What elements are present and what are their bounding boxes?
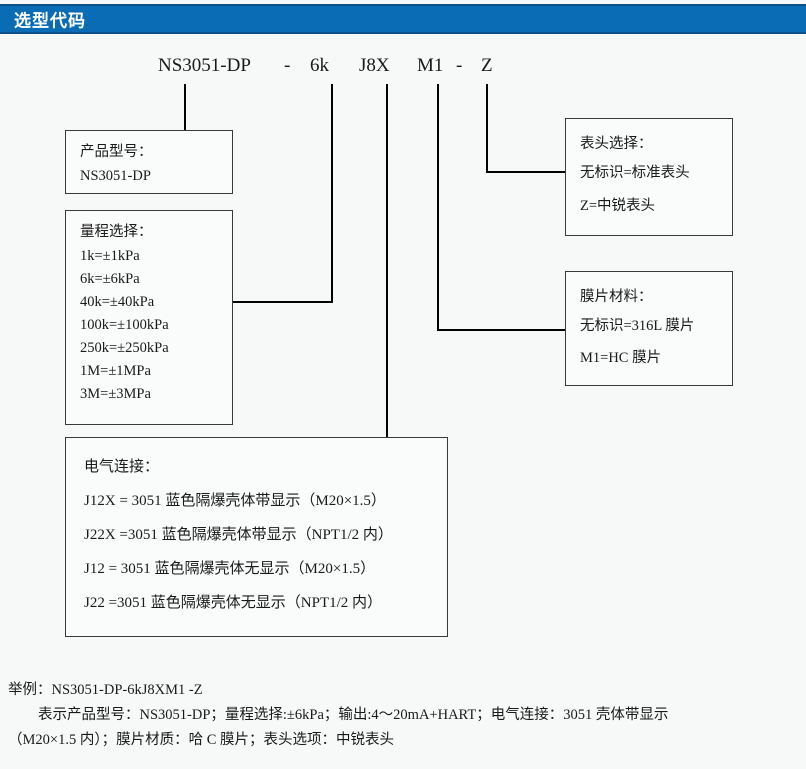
model-code-line: NS3051-DP - 6k J8X M1 - Z xyxy=(0,55,806,83)
code-token-electrical: J8X xyxy=(359,55,390,76)
connector-head-vertical xyxy=(486,84,488,173)
range-option-1m: 1M=±1MPa xyxy=(80,363,151,379)
range-option-1k: 1k=±1kPa xyxy=(80,248,140,264)
page-title: 选型代码 xyxy=(14,11,86,32)
electrical-option-j22x: J22X =3051 蓝色隔爆壳体带显示（NPT1/2 内） xyxy=(84,527,393,543)
box-product-model: 产品型号： NS3051-DP xyxy=(65,130,233,194)
head-option-standard: 无标识=标准表头 xyxy=(580,165,690,181)
example-code-line: 举例：NS3051-DP-6kJ8XM1 -Z xyxy=(8,682,203,698)
code-token-product-model: NS3051-DP xyxy=(158,55,251,76)
connector-head-horizontal xyxy=(486,171,567,173)
page-header-bar: 选型代码 xyxy=(0,4,806,34)
range-option-6k: 6k=±6kPa xyxy=(80,271,140,287)
connector-diaphragm-horizontal xyxy=(437,329,567,331)
box-diaphragm-material-title: 膜片材料： xyxy=(580,289,653,305)
example-description-line-1: 表示产品型号：NS3051-DP；量程选择:±6kPa；输出:4～20mA+HA… xyxy=(38,707,669,723)
range-option-3m: 3M=±3MPa xyxy=(80,386,151,402)
electrical-option-j22: J22 =3051 蓝色隔爆壳体无显示（NPT1/2 内） xyxy=(84,595,383,611)
code-token-diaphragm: M1 xyxy=(417,55,444,76)
connector-electrical-vertical xyxy=(386,84,388,438)
box-product-model-title: 产品型号： xyxy=(80,144,153,160)
connector-range-horizontal xyxy=(233,301,333,303)
box-head-selection: 表头选择： 无标识=标准表头 Z=中锐表头 xyxy=(565,118,733,236)
connector-range-vertical xyxy=(331,84,333,303)
example-footer: 举例：NS3051-DP-6kJ8XM1 -Z 表示产品型号：NS3051-DP… xyxy=(8,678,800,753)
range-option-100k: 100k=±100kPa xyxy=(80,317,169,333)
box-electrical-connection-title: 电气连接： xyxy=(84,459,160,475)
connector-product-model-vertical xyxy=(184,84,186,131)
electrical-option-j12x: J12X = 3051 蓝色隔爆壳体带显示（M20×1.5） xyxy=(84,493,386,509)
box-range-selection-title: 量程选择： xyxy=(80,224,153,240)
diaphragm-option-316l: 无标识=316L 膜片 xyxy=(580,318,695,334)
connector-diaphragm-vertical xyxy=(437,84,439,331)
box-product-model-value: NS3051-DP xyxy=(80,168,151,184)
code-token-range: 6k xyxy=(310,55,329,76)
box-electrical-connection: 电气连接： J12X = 3051 蓝色隔爆壳体带显示（M20×1.5） J22… xyxy=(65,437,448,637)
range-option-250k: 250k=±250kPa xyxy=(80,340,169,356)
box-range-selection: 量程选择： 1k=±1kPa 6k=±6kPa 40k=±40kPa 100k=… xyxy=(65,210,233,425)
box-head-selection-title: 表头选择： xyxy=(580,136,653,152)
box-diaphragm-material: 膜片材料： 无标识=316L 膜片 M1=HC 膜片 xyxy=(565,271,733,386)
electrical-option-j12: J12 = 3051 蓝色隔爆壳体无显示（M20×1.5） xyxy=(84,561,376,577)
example-description-line-2: （M20×1.5 内）；膜片材质：哈 C 膜片；表头选项：中锐表头 xyxy=(8,732,394,748)
diaphragm-option-m1: M1=HC 膜片 xyxy=(580,350,662,366)
code-token-dash-1: - xyxy=(284,55,291,76)
code-token-head: Z xyxy=(481,55,493,76)
head-option-z: Z=中锐表头 xyxy=(580,198,656,214)
range-option-40k: 40k=±40kPa xyxy=(80,294,155,310)
code-token-dash-2: - xyxy=(456,55,463,76)
